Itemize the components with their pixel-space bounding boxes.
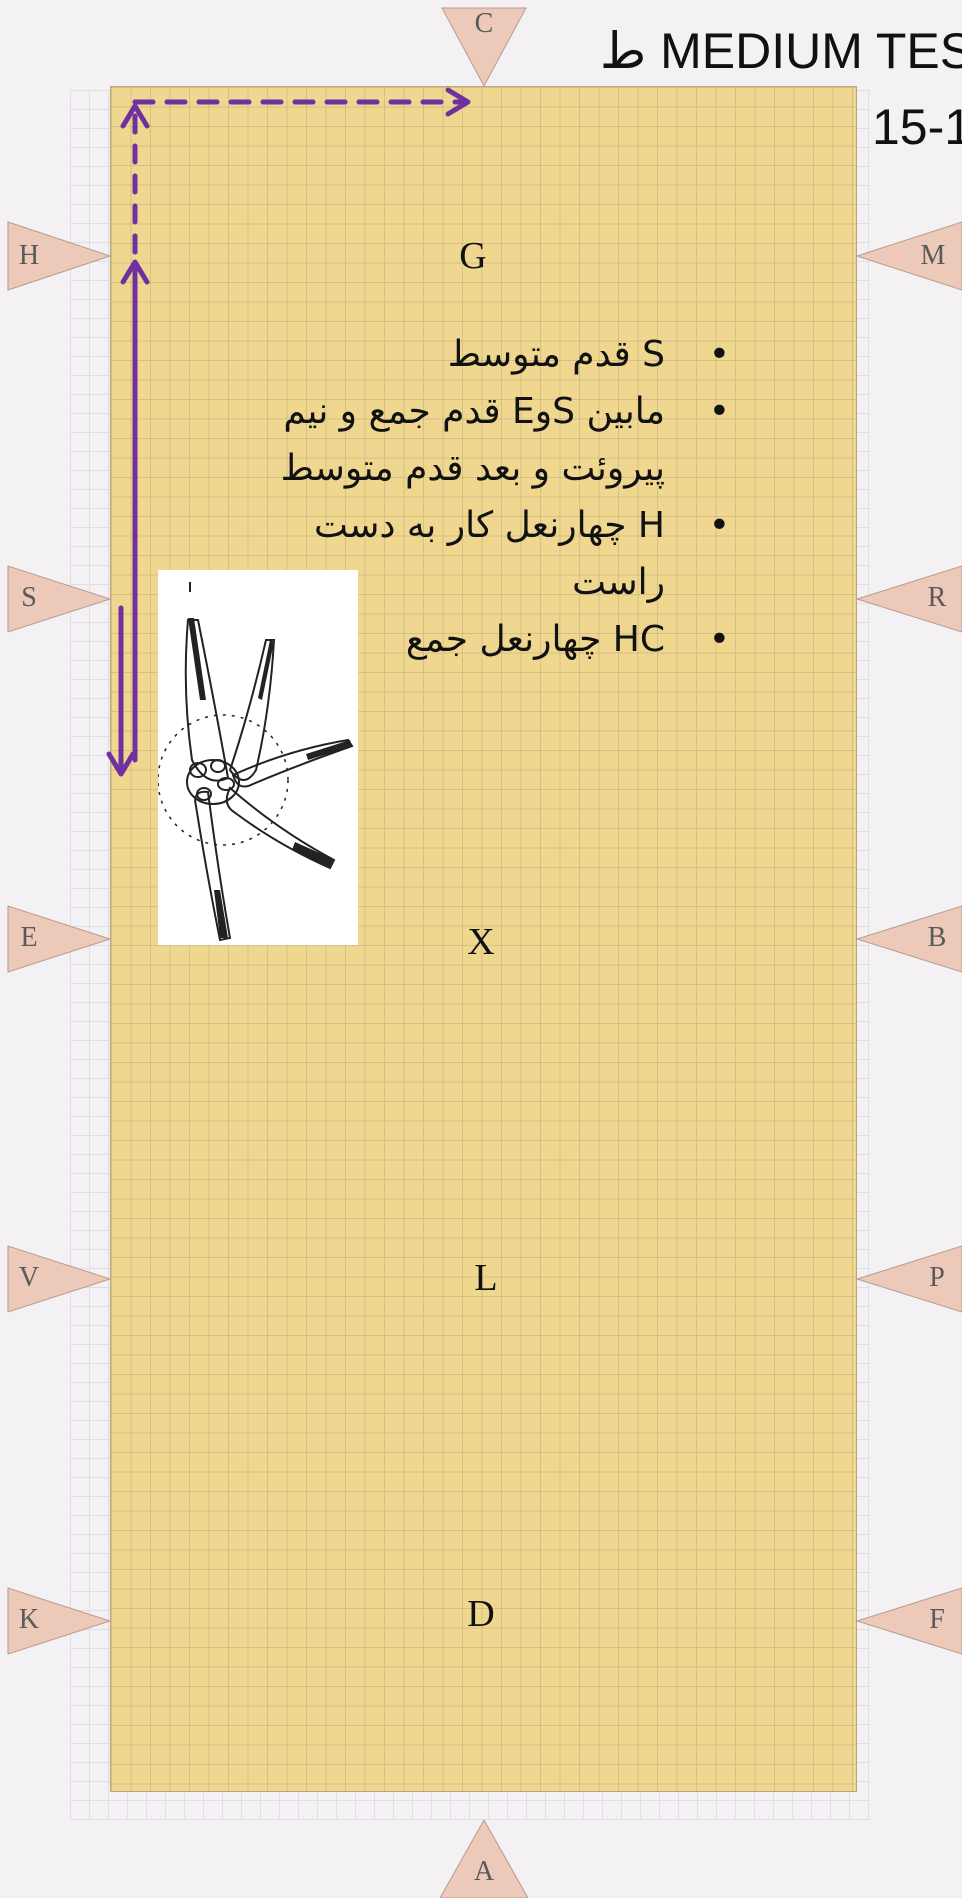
movement-path [0, 0, 962, 1898]
